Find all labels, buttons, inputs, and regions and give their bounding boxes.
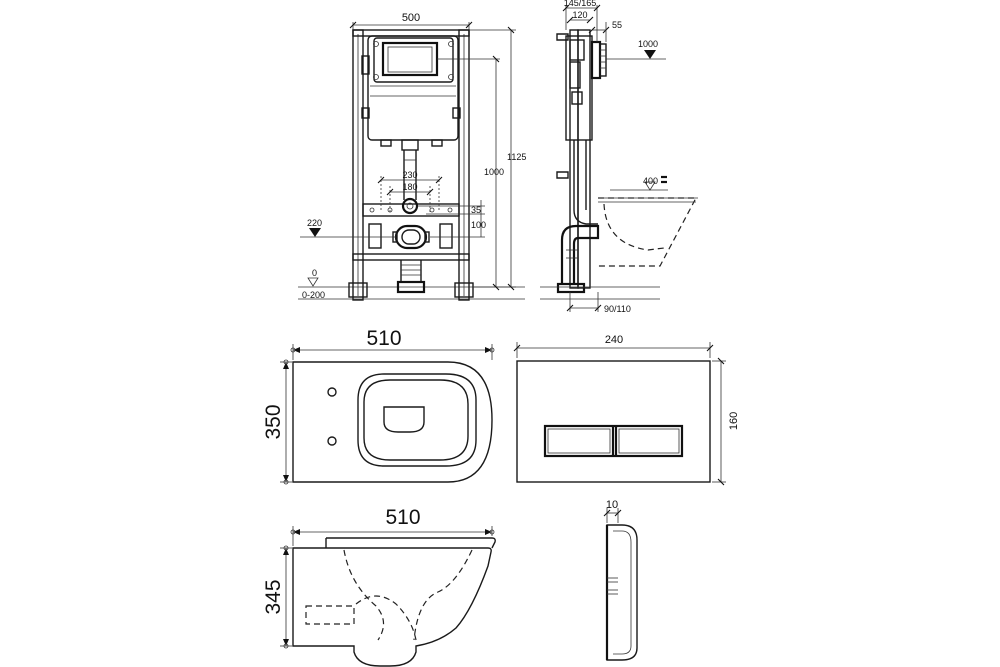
dim-plate-height: 160	[728, 412, 740, 430]
fixing-hole-lower	[327, 436, 337, 446]
bowl-side-seat	[326, 537, 496, 549]
level-0-label: 0	[312, 268, 317, 278]
dim-button-height: 1000	[484, 167, 504, 177]
level-220-label: 220	[307, 218, 322, 228]
level-marker-0	[307, 277, 319, 287]
bowl-side-view: 510 345	[262, 506, 496, 667]
dim-stud-spacing: 180	[402, 182, 417, 192]
frame-side-view: 145/165 120 55 1000 400 90/110	[540, 0, 698, 314]
bowl-top-outlet	[383, 406, 425, 433]
dim-offset-100: 100	[471, 220, 486, 230]
flush-mechanism-frame	[381, 41, 439, 77]
flush-button-large	[618, 428, 680, 454]
dim-offset-35: 35	[471, 205, 481, 215]
dim-depth-range: 145/165	[564, 0, 597, 8]
bowl-top-view: 510 350	[262, 327, 495, 485]
dim-bowl-height: 345	[262, 579, 285, 614]
flush-button-small	[547, 428, 611, 454]
bowl-side-trap-outer	[343, 549, 385, 641]
dim-plate: 55	[612, 20, 622, 30]
right-foot	[454, 282, 474, 298]
mounting-bar	[362, 203, 460, 217]
left-foot	[348, 282, 368, 298]
floor-range-label: 0-200	[302, 290, 325, 300]
dim-plate-thickness: 10	[606, 499, 618, 511]
flush-plate-side-outline	[606, 524, 638, 661]
level-1000-label: 1000	[638, 39, 658, 49]
flush-plate-outline	[516, 360, 711, 483]
top-rail	[352, 29, 470, 37]
side-drain-base	[556, 282, 586, 294]
pipe-connection	[401, 197, 419, 215]
side-outlet-elbow	[560, 224, 600, 285]
drain-base	[396, 280, 426, 294]
dim-bowl-side-length: 510	[385, 506, 420, 529]
dim-frame-width: 500	[402, 12, 420, 24]
level-marker-220	[309, 228, 321, 237]
fixing-hole-upper	[327, 387, 337, 397]
service-opening	[373, 37, 454, 83]
cistern-body	[367, 35, 459, 141]
dim-plate-width: 240	[605, 334, 623, 346]
side-flush-plate	[590, 40, 602, 80]
dim-frame-height: 1125	[507, 152, 526, 162]
bowl-side-outlet	[305, 605, 355, 625]
side-bowl-outline	[598, 197, 697, 267]
side-cistern	[565, 35, 593, 141]
level-400-label: 400	[643, 176, 658, 186]
dim-outlet-range: 90/110	[604, 304, 631, 314]
level-marker-1000	[644, 50, 656, 59]
flush-plate-side-view: 10	[603, 499, 638, 661]
dim-pipe-spacing: 230	[402, 170, 417, 180]
bottom-rail	[352, 253, 470, 261]
dim-depth: 120	[572, 10, 587, 20]
frame-front-view: 500 1125 1000 230 180 35 100 220 0 0-2	[298, 12, 526, 301]
dim-bowl-width: 350	[262, 404, 285, 439]
bowl-side-outline	[292, 547, 492, 667]
dim-bowl-length: 510	[366, 327, 401, 350]
flush-plate-front-view: 240 160	[513, 334, 740, 486]
bowl-top-outline	[292, 361, 493, 483]
level-marker-400	[644, 181, 656, 191]
bowl-top-rim	[357, 373, 477, 467]
